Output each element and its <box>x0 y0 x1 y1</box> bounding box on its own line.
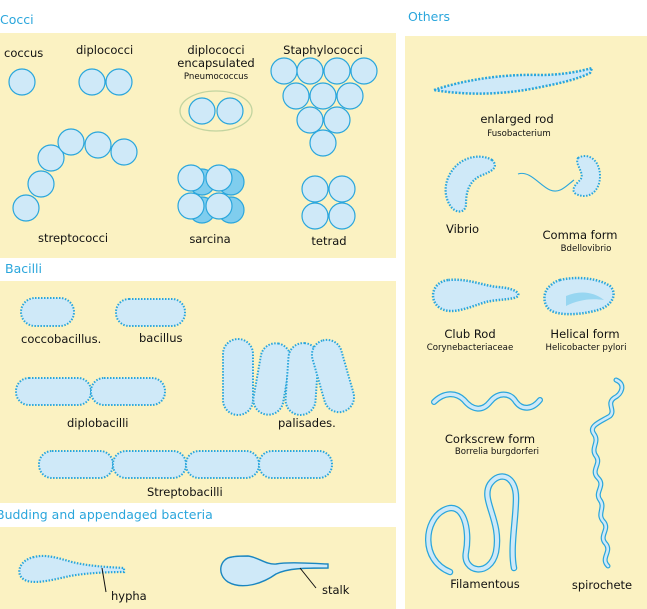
encapsulated-coccus-cell <box>188 97 216 125</box>
label-streptococci: streptococci <box>38 231 108 245</box>
streptobacillus-cell <box>112 450 187 479</box>
label-corkscrew-form: Corkscrew form <box>445 432 535 446</box>
stalk-pointer <box>299 567 317 589</box>
capsule <box>179 90 253 132</box>
section-heading-cocci: Cocci <box>0 12 34 27</box>
palisade-cell <box>222 338 254 416</box>
section-heading-bacilli: Bacilli <box>5 261 42 276</box>
filamentous-cell-inner <box>426 474 519 574</box>
streptococci-chain <box>12 128 138 222</box>
hypha-pointer <box>101 567 107 593</box>
borrelia-cell-inner <box>432 392 542 411</box>
palisade-cell <box>310 338 356 414</box>
label-palisades: palisades. <box>278 416 336 430</box>
others-panel <box>405 36 647 609</box>
section-heading-others: Others <box>408 9 450 24</box>
label-filamentous: Filamentous <box>450 577 520 591</box>
label-helicobacter: Helicobacter pylori <box>546 343 627 353</box>
diplococcus-cell <box>78 68 106 96</box>
streptobacillus-cell <box>38 450 114 479</box>
label-diplococci: diplococci <box>76 43 133 57</box>
label-staphylococci: Staphylococci <box>283 43 363 57</box>
label-club-rod: Club Rod <box>444 327 495 341</box>
label-diplobacilli: diplobacilli <box>67 416 128 430</box>
label-bacillus: bacillus <box>139 331 183 345</box>
diplobacillus-cell <box>90 377 166 406</box>
tetrad-group <box>301 175 356 230</box>
bdellovibrio-cell <box>572 155 602 197</box>
label-vibrio: Vibrio <box>446 222 479 236</box>
label-pneumococcus: Pneumococcus <box>184 72 249 82</box>
hypha-cell <box>18 554 126 584</box>
diplobacillus-cell <box>15 377 92 406</box>
bdellovibrio-flagellum <box>517 172 575 192</box>
label-coccobacillus: coccobacillus. <box>21 332 101 346</box>
label-tetrad: tetrad <box>311 234 346 248</box>
coccus-cell <box>8 68 36 96</box>
label-fusobacterium: Fusobacterium <box>487 129 551 139</box>
label-helical-form: Helical form <box>550 327 619 341</box>
club-rod-cell <box>431 278 520 313</box>
label-borrelia: Borrelia burgdorferi <box>455 447 539 457</box>
label-diplococci-encapsulated-1: diplococci <box>187 43 244 57</box>
bacillus-cell <box>115 298 186 327</box>
section-heading-budding: Budding and appendaged bacteria <box>0 507 213 522</box>
label-enlarged-rod: enlarged rod <box>480 112 553 126</box>
stalked-cell <box>220 555 329 587</box>
label-stalk: stalk <box>322 583 350 597</box>
label-diplococci-encapsulated-2: encapsulated <box>177 56 254 70</box>
label-streptobacilli: Streptobacilli <box>147 485 223 499</box>
diplococcus-cell <box>105 68 133 96</box>
staphylococci-cluster <box>270 57 378 157</box>
encapsulated-coccus-cell <box>216 97 244 125</box>
palisade-cell <box>284 342 320 416</box>
spirochete-cell-inner <box>591 378 624 568</box>
sarcina-cube <box>177 164 245 224</box>
label-corynebacteriaceae: Corynebacteriaceae <box>427 343 513 353</box>
helicobacter-shading <box>566 292 604 306</box>
label-hypha: hypha <box>111 589 147 603</box>
streptobacillus-cell <box>258 450 333 479</box>
label-spirochete: spirochete <box>572 578 632 592</box>
label-comma-form: Comma form <box>543 228 618 242</box>
label-coccus: coccus <box>4 46 43 60</box>
palisade-cell <box>252 342 292 416</box>
vibrio-cell <box>444 155 496 213</box>
streptobacillus-cell <box>185 450 260 479</box>
coccobacillus-cell <box>20 297 75 327</box>
fusobacterium-cell <box>433 66 595 95</box>
label-sarcina: sarcina <box>189 232 230 246</box>
label-bdellovibrio: Bdellovibrio <box>561 244 612 254</box>
